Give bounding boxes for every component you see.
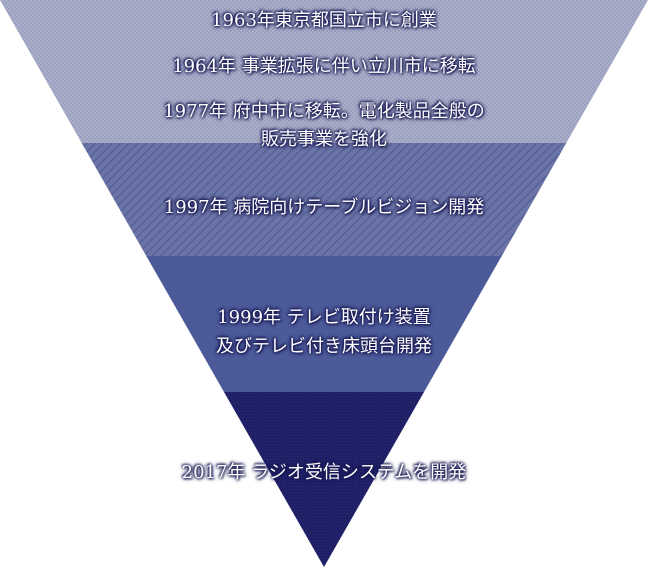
milestone-1963-line-1: 1963年東京都国立市に創業: [211, 10, 437, 31]
milestone-1977-line-1: 1977年 府中市に移転。電化製品全般の: [163, 101, 485, 122]
milestone-1999-line-2: 及びテレビ付き床頭台開発: [216, 335, 432, 357]
band-1963-1977: [0, 0, 648, 143]
milestone-1964: 1964年 事業拡張に伴い立川市に移転: [0, 56, 648, 78]
milestone-1963: 1963年東京都国立市に創業: [0, 10, 648, 32]
milestone-1977-line-2: 販売事業を強化: [261, 128, 387, 150]
milestone-1964-line-1: 1964年 事業拡張に伴い立川市に移転: [172, 56, 476, 77]
milestone-1999-line-1: 1999年 テレビ取付け装置: [217, 307, 431, 328]
milestone-2017: 2017年 ラジオ受信システムを開発: [0, 462, 648, 484]
milestone-1997-line-1: 1997年 病院向けテーブルビジョン開発: [163, 197, 485, 218]
milestone-1999: 1999年 テレビ取付け装置 及びテレビ付き床頭台開発: [0, 304, 648, 362]
milestone-2017-line-1: 2017年 ラジオ受信システムを開発: [181, 462, 467, 483]
milestone-1977: 1977年 府中市に移転。電化製品全般の 販売事業を強化: [0, 98, 648, 154]
milestone-1997: 1997年 病院向けテーブルビジョン開発: [0, 197, 648, 219]
